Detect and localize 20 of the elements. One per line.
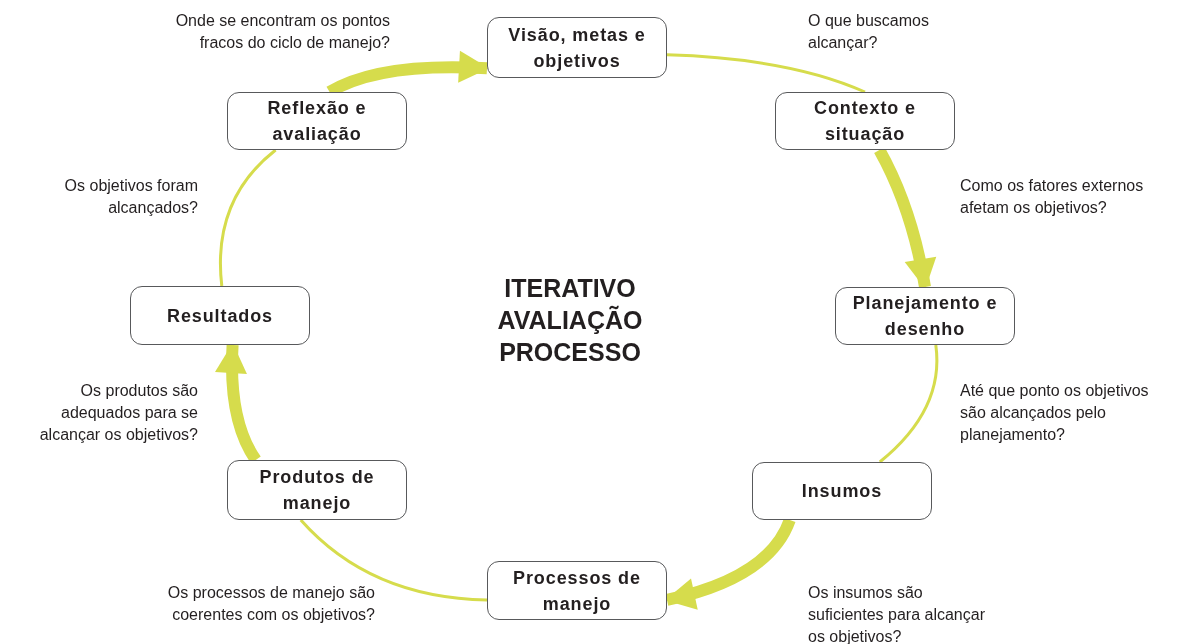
process-box: Produtos de manejo bbox=[227, 460, 407, 520]
center-title: ITERATIVO AVALIAÇÃO PROCESSO bbox=[496, 273, 644, 368]
question-text: Os objetivos foram alcançados? bbox=[63, 176, 198, 218]
curved-line bbox=[666, 53, 866, 94]
process-box: Processos de manejo bbox=[487, 561, 667, 620]
process-box: Contexto e situação bbox=[775, 92, 955, 150]
question-text: Até que ponto os objetivos são alcançados pelo planejamento? bbox=[960, 381, 1150, 445]
curved-line bbox=[299, 518, 488, 602]
question-text: Como os fatores externos afetam os objetivos? bbox=[960, 176, 1145, 218]
question-text: Onde se encontram os pontos fracos do ciclo de manejo? bbox=[174, 11, 390, 53]
process-box: Insumos bbox=[752, 462, 932, 520]
curved-line bbox=[878, 344, 939, 464]
process-box: Resultados bbox=[130, 286, 310, 345]
question-text: Os processos de manejo são coerentes com os objetivos? bbox=[166, 583, 375, 625]
process-box: Visão, metas e objetivos bbox=[487, 17, 667, 78]
question-text: O que buscamos alcançar? bbox=[808, 11, 930, 53]
curved-line bbox=[219, 148, 277, 287]
process-box: Reflexão e avaliação bbox=[227, 92, 407, 150]
question-text: Os produtos são adequados para se alcançar os objetivos? bbox=[38, 381, 198, 445]
process-box: Planejamento e desenho bbox=[835, 287, 1015, 345]
